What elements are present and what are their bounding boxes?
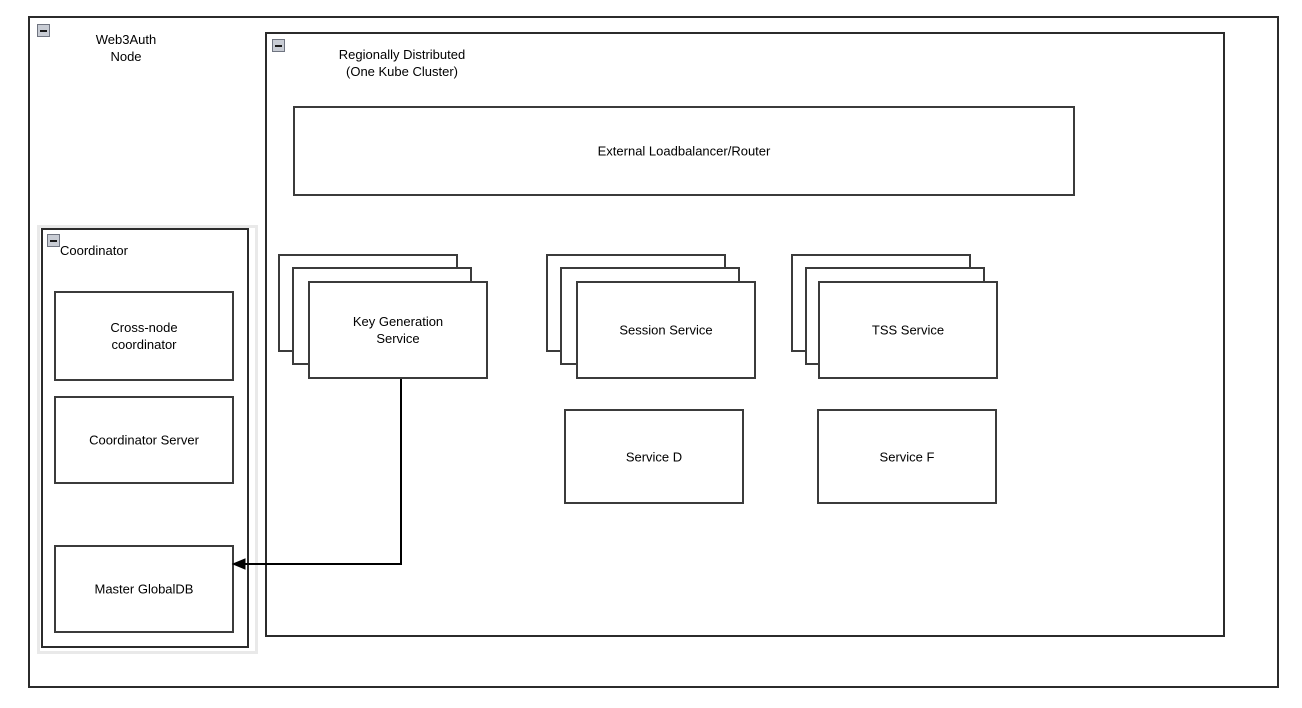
node-label-external-loadbalancer-router: External Loadbalancer/Router	[597, 143, 771, 159]
node-label-key-generation-service: Key Generation Service	[352, 314, 444, 346]
node-tss-service[interactable]: TSS Service	[818, 281, 998, 379]
node-label-session-service: Session Service	[619, 322, 713, 338]
collapse-minus-icon-regionally-distributed[interactable]	[272, 39, 285, 52]
node-master-globaldb[interactable]: Master GlobalDB	[54, 545, 234, 633]
node-coordinator-server[interactable]: Coordinator Server	[54, 396, 234, 484]
node-service-d[interactable]: Service D	[564, 409, 744, 504]
group-label-web3auth-node: Web3Auth Node	[95, 32, 157, 64]
node-label-service-f: Service F	[879, 449, 935, 464]
node-service-f[interactable]: Service F	[817, 409, 997, 504]
node-label-cross-node-coordinator: Cross-node coordinator	[110, 320, 178, 352]
collapse-minus-icon-coordinator[interactable]	[47, 234, 60, 247]
node-label-service-d: Service D	[625, 449, 683, 464]
node-session-service[interactable]: Session Service	[576, 281, 756, 379]
group-label-coordinator: Coordinator	[60, 243, 128, 258]
node-label-master-globaldb: Master GlobalDB	[94, 581, 194, 597]
node-label-tss-service: TSS Service	[871, 322, 945, 338]
group-label-regionally-distributed: Regionally Distributed (One Kube Cluster…	[338, 47, 466, 79]
node-external-loadbalancer-router[interactable]: External Loadbalancer/Router	[293, 106, 1075, 196]
collapse-minus-icon-web3auth-node[interactable]	[37, 24, 50, 37]
node-label-coordinator-server: Coordinator Server	[89, 432, 199, 448]
node-cross-node-coordinator[interactable]: Cross-node coordinator	[54, 291, 234, 381]
node-key-generation-service[interactable]: Key Generation Service	[308, 281, 488, 379]
